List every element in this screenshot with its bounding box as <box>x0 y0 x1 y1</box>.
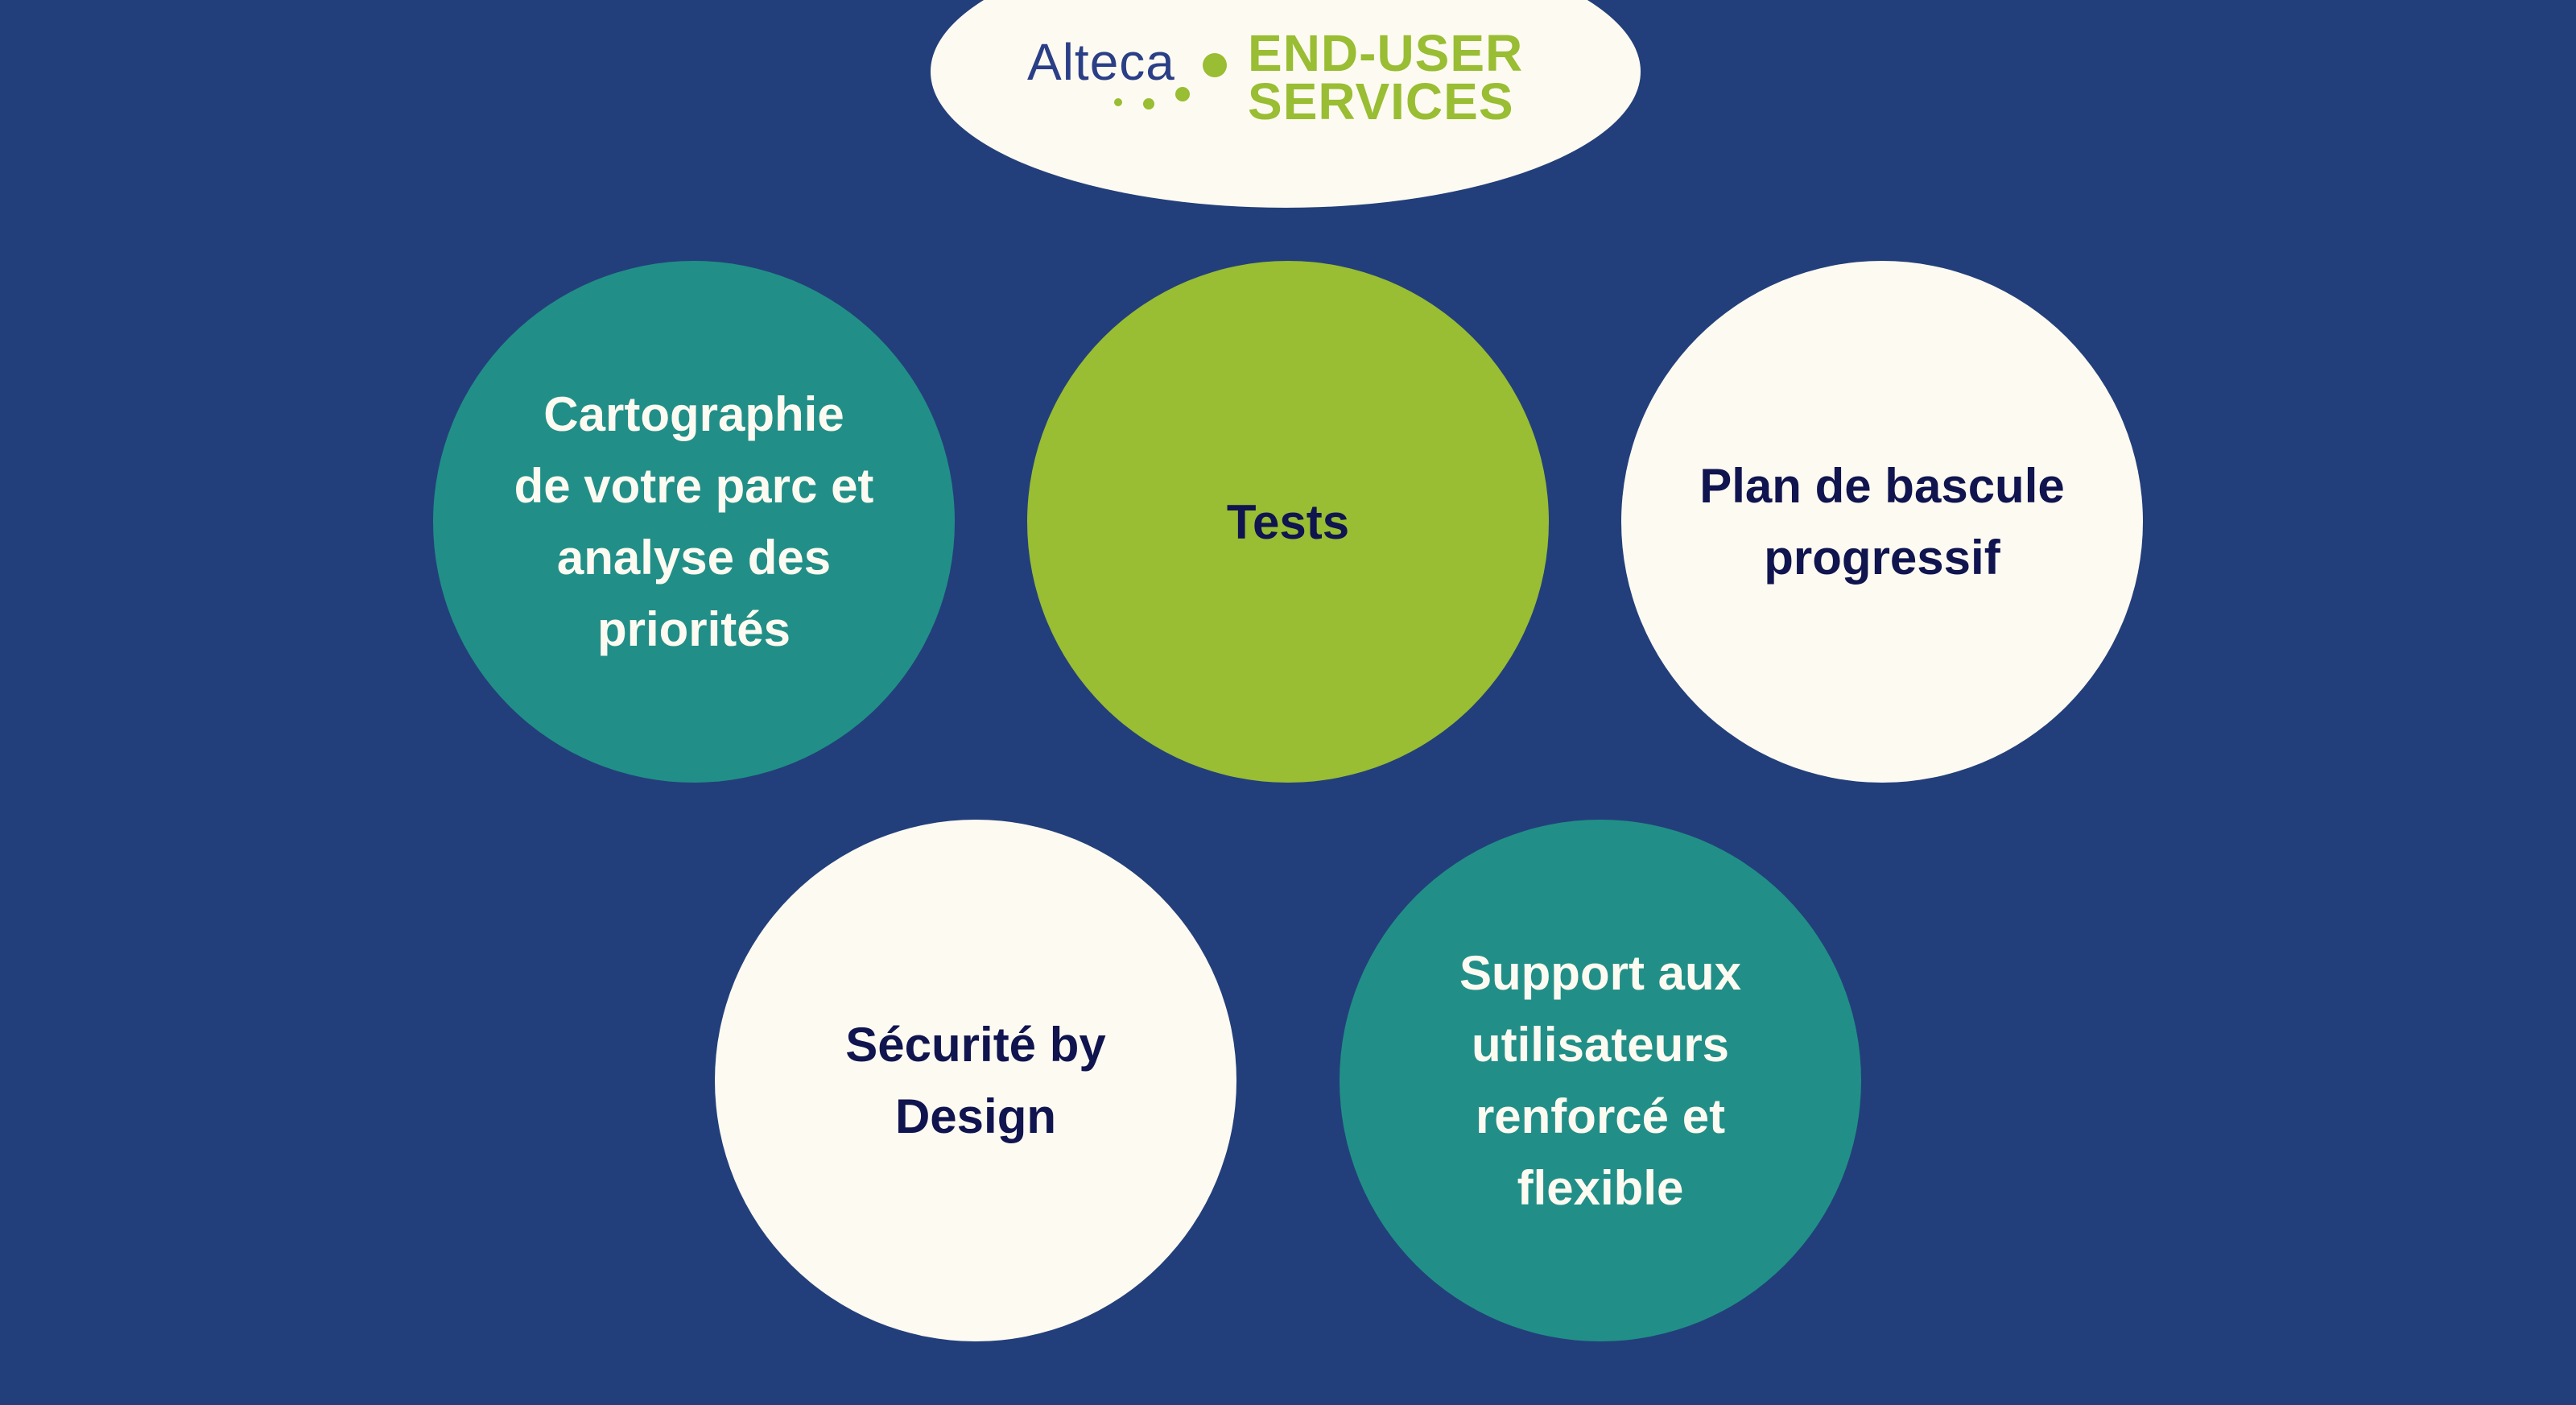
logo-brand-name: Alteca <box>1027 33 1175 91</box>
circle-label: Tests <box>1226 494 1350 549</box>
logo-dot-icon <box>1203 53 1227 77</box>
circle-label: Cartographie de votre parc et analyse de… <box>514 387 874 656</box>
circle-support: Support aux utilisateurs renforcé et fle… <box>1340 820 1861 1341</box>
circle-label: Plan de bascule progressif <box>1699 459 2065 585</box>
logo-service-name: END-USER SERVICES <box>1248 24 1524 130</box>
circle-label: Support aux utilisateurs renforcé et fle… <box>1459 946 1741 1215</box>
logo-service-line2: SERVICES <box>1248 72 1514 130</box>
circle-cartographie: Cartographie de votre parc et analyse de… <box>433 261 955 783</box>
circle-label: Sécurité by Design <box>845 1018 1106 1143</box>
circle-securite: Sécurité by Design <box>715 820 1236 1341</box>
circle-tests: Tests <box>1027 261 1549 783</box>
circle-plan-bascule: Plan de bascule progressif <box>1621 261 2143 783</box>
logo-dot-icon <box>1114 98 1122 106</box>
alteca-logo: Alteca END-USER SERVICES <box>1027 24 1558 142</box>
logo-service-line1: END-USER <box>1248 24 1524 82</box>
logo-dot-icon <box>1175 87 1190 101</box>
logo-dot-icon <box>1143 98 1154 110</box>
